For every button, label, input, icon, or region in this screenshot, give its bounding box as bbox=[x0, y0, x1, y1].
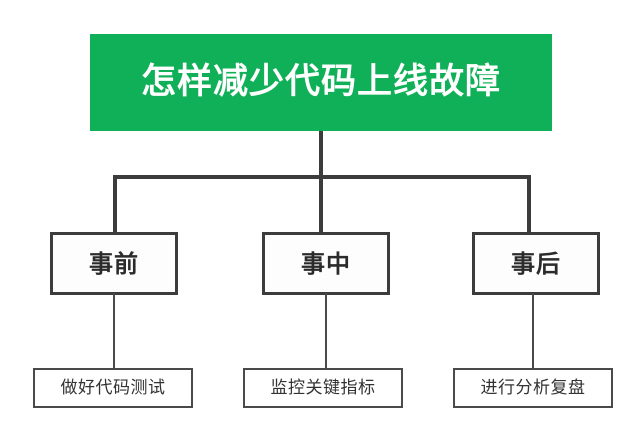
connector-branch-left bbox=[113, 175, 117, 234]
level2-node-after: 事后 bbox=[472, 232, 600, 295]
connector-leaf-middle bbox=[325, 293, 327, 369]
connector-leaf-left bbox=[113, 293, 115, 369]
root-node-title: 怎样减少代码上线故障 bbox=[90, 34, 552, 131]
connector-branch-right bbox=[527, 175, 531, 234]
level3-node-monitor-metrics: 监控关键指标 bbox=[243, 368, 403, 408]
level2-node-during: 事中 bbox=[262, 232, 390, 295]
level2-node-before: 事前 bbox=[50, 232, 178, 295]
level2-label-after: 事后 bbox=[511, 249, 561, 278]
level3-label-retrospective: 进行分析复盘 bbox=[480, 377, 586, 398]
connector-branch-middle bbox=[319, 175, 323, 234]
level2-label-during: 事中 bbox=[301, 249, 351, 278]
level3-label-code-testing: 做好代码测试 bbox=[60, 377, 166, 398]
connector-leaf-right bbox=[532, 293, 534, 369]
level3-node-retrospective: 进行分析复盘 bbox=[453, 368, 613, 408]
root-node-label: 怎样减少代码上线故障 bbox=[140, 62, 501, 102]
level2-label-before: 事前 bbox=[89, 249, 139, 278]
connector-root-trunk bbox=[319, 131, 323, 179]
level3-node-code-testing: 做好代码测试 bbox=[33, 368, 193, 408]
level3-label-monitor-metrics: 监控关键指标 bbox=[270, 377, 376, 398]
